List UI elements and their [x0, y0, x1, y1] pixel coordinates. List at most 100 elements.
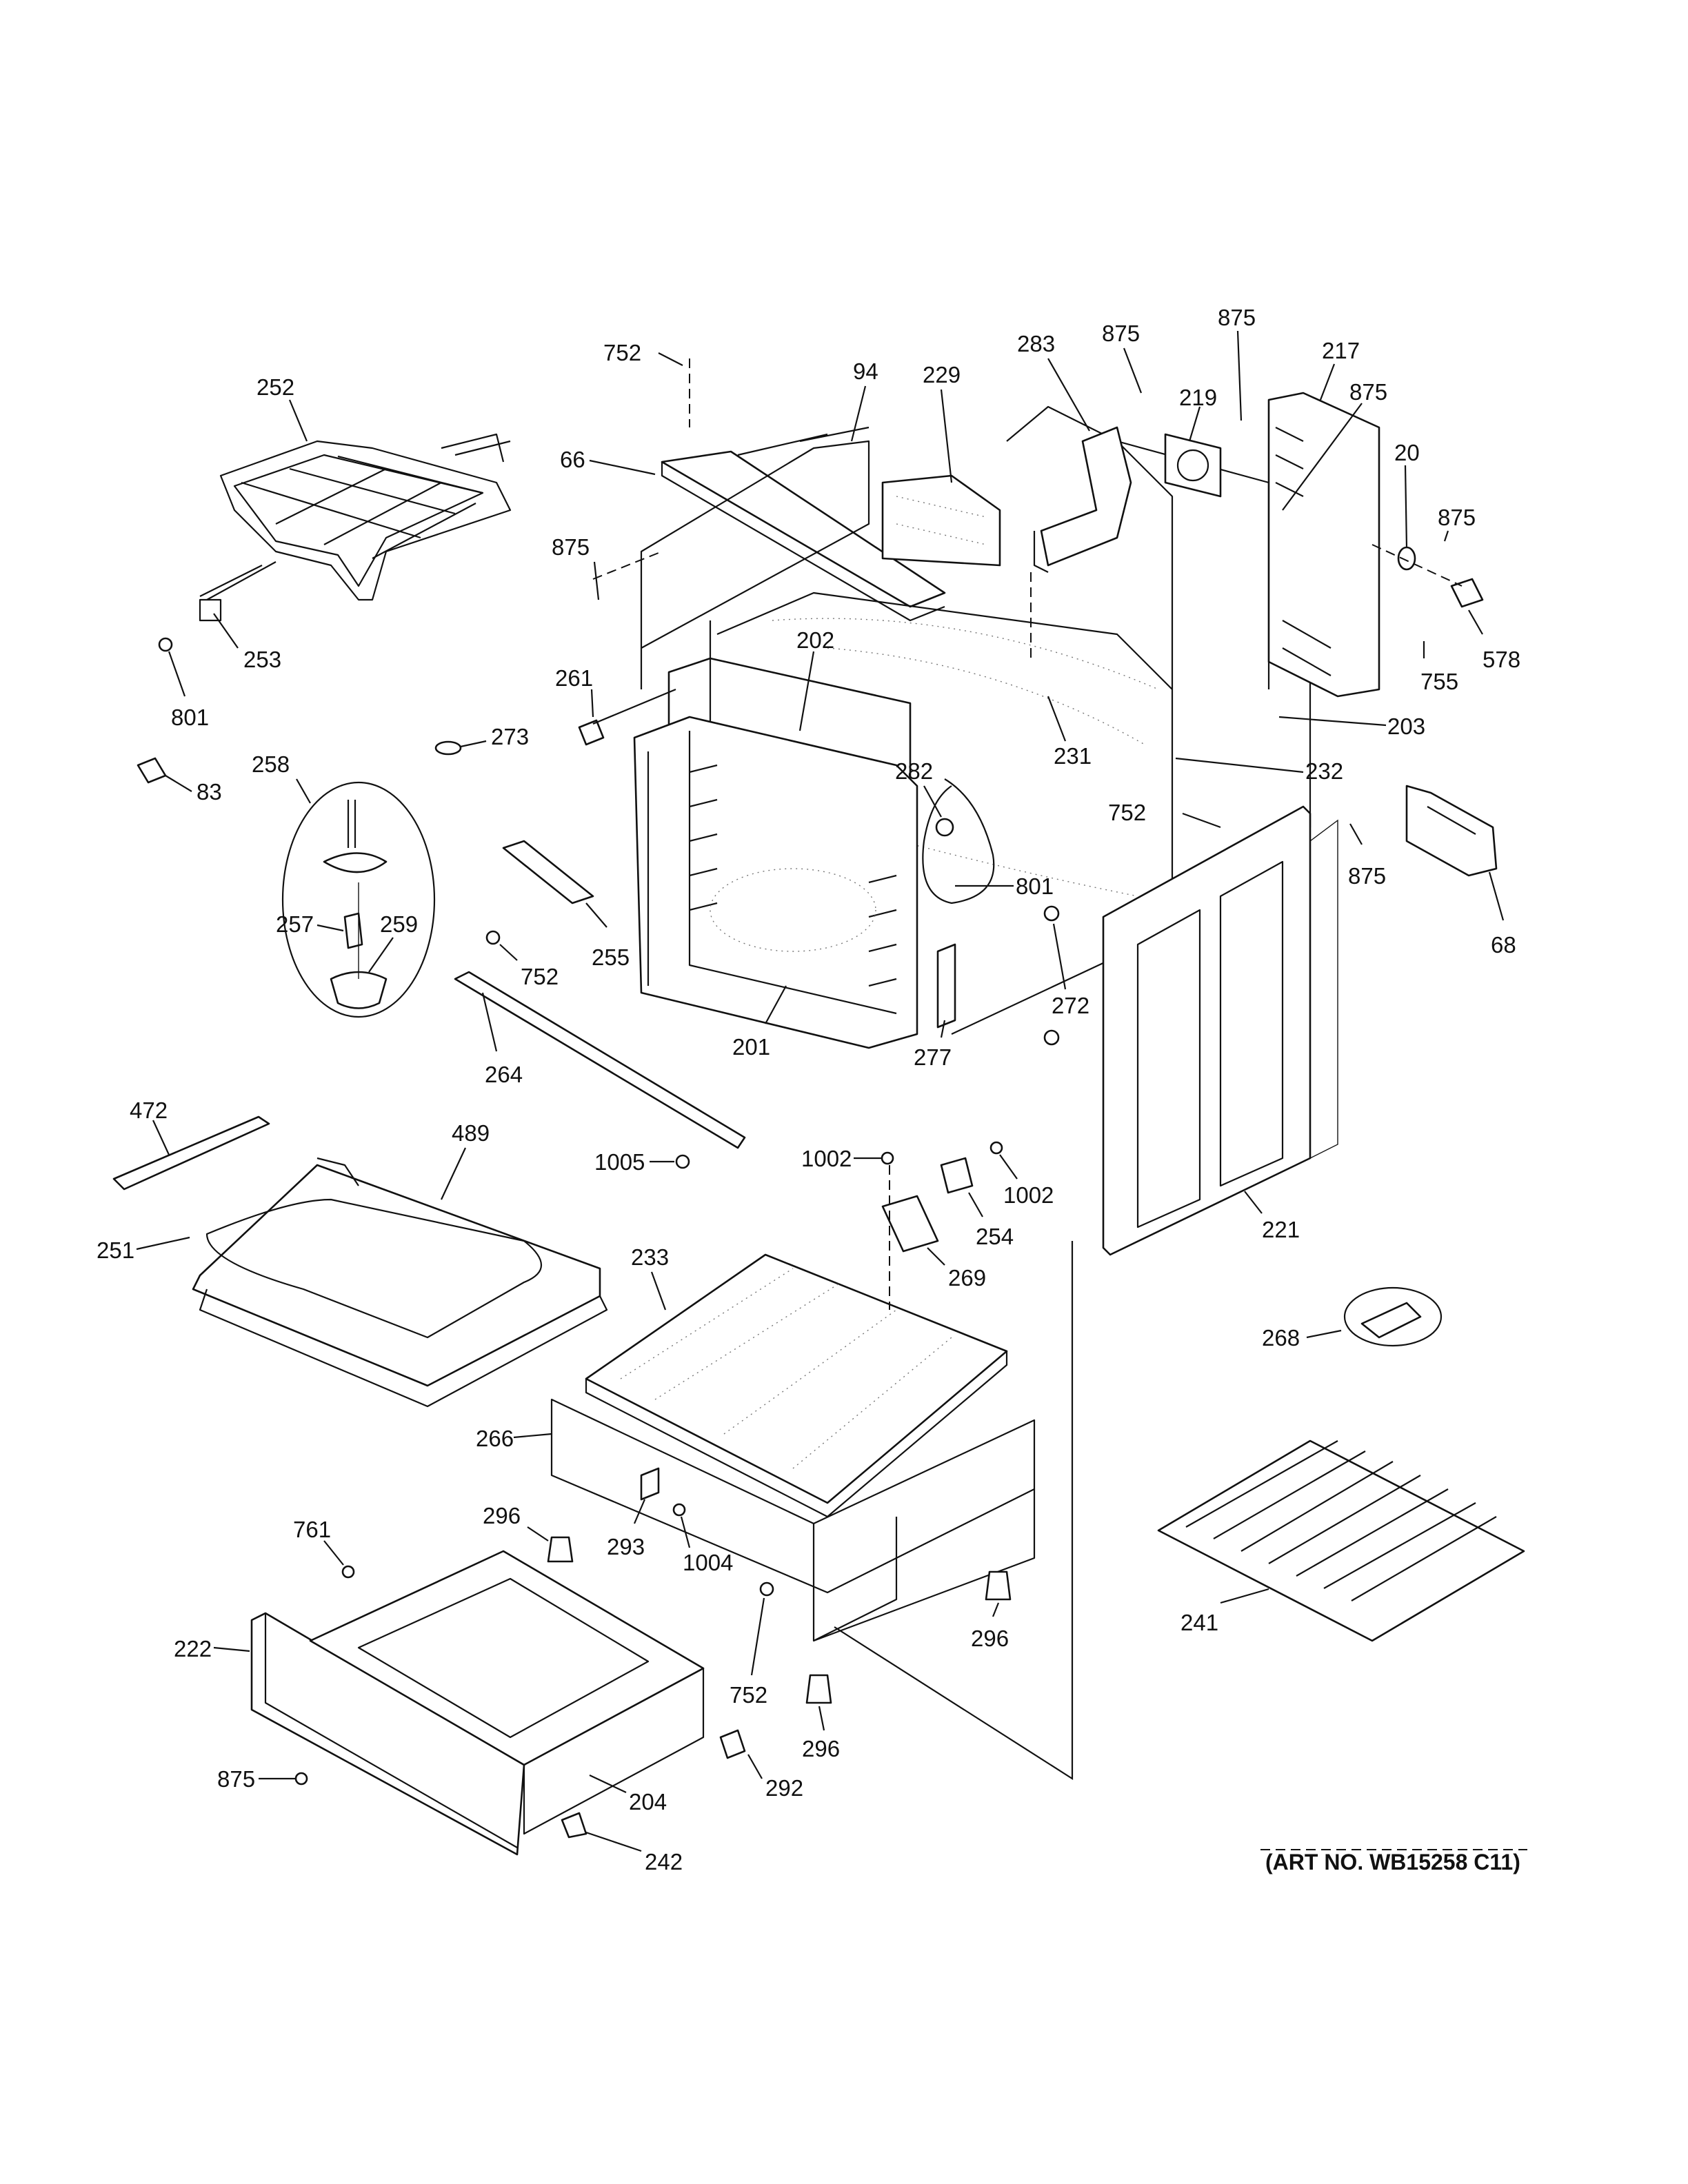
callout-255: 255 [585, 902, 630, 970]
top-bracket-66 [661, 426, 946, 622]
screw-801 [158, 637, 173, 652]
callout-752a: 752 [603, 340, 683, 366]
glide-242 [561, 1812, 587, 1839]
part-number-241: 241 [1180, 1610, 1218, 1635]
oven-cavity-201 [633, 716, 918, 1049]
part-number-875: 875 [1218, 305, 1256, 330]
drawer-front-222 [250, 1612, 525, 1856]
screw-1004 [672, 1503, 686, 1517]
broil-element-252 [199, 433, 512, 601]
callout-1005: 1005 [594, 1149, 674, 1175]
callout-282: 282 [895, 758, 942, 818]
part-number-293: 293 [607, 1534, 645, 1559]
callout-261: 261 [555, 665, 594, 718]
rear-panel-217 [1267, 392, 1380, 698]
callout-875a: 875 [1102, 321, 1143, 394]
part-number-489: 489 [452, 1120, 490, 1146]
callout-875g: 875 [217, 1766, 295, 1792]
part-number-755: 755 [1420, 669, 1458, 694]
callout-264: 264 [481, 992, 523, 1087]
bracket-269 [881, 1195, 939, 1253]
callout-204: 204 [589, 1775, 667, 1814]
hinge-bracket-277 [936, 943, 956, 1029]
side-panel-221 [1102, 805, 1338, 1256]
part-number-296: 296 [971, 1626, 1009, 1651]
part-number-94: 94 [853, 358, 878, 384]
callout-875b: 875 [1218, 305, 1256, 421]
callout-489: 489 [441, 1120, 490, 1200]
insulation-229 [881, 474, 1001, 567]
part-number-1004: 1004 [683, 1550, 733, 1575]
callout-94: 94 [850, 358, 878, 442]
wire-harness-282 [922, 778, 995, 904]
callout-266: 266 [476, 1426, 552, 1451]
screws-1002 [881, 1141, 1003, 1165]
part-number-1002: 1002 [1003, 1182, 1054, 1208]
vent-duct-283 [1033, 426, 1132, 573]
bracket-68 [1405, 785, 1498, 877]
clip-83 [137, 757, 167, 784]
part-number-296: 296 [483, 1503, 521, 1528]
callout-292: 292 [747, 1754, 803, 1801]
part-number-20: 20 [1394, 440, 1420, 465]
part-number-578: 578 [1483, 647, 1520, 672]
part-number-258: 258 [252, 751, 290, 777]
part-number-261: 261 [555, 665, 593, 691]
callout-257: 257 [276, 911, 344, 937]
callout-752c: 752 [499, 944, 559, 989]
part-number-221: 221 [1262, 1217, 1300, 1242]
callout-231: 231 [1047, 696, 1092, 769]
part-number-472: 472 [130, 1098, 168, 1123]
callout-1004: 1004 [680, 1516, 733, 1575]
callout-272: 272 [1052, 923, 1089, 1018]
part-number-875: 875 [1438, 505, 1476, 530]
callout-251: 251 [97, 1236, 190, 1263]
callout-20: 20 [1394, 440, 1420, 549]
callout-201: 201 [732, 985, 787, 1060]
rail-264 [454, 971, 746, 1149]
callout-269: 269 [927, 1247, 986, 1291]
part-number-68: 68 [1491, 932, 1516, 958]
callout-761: 761 [293, 1517, 344, 1566]
callout-66: 66 [560, 447, 656, 476]
callout-755: 755 [1420, 641, 1458, 694]
clip-268 [1343, 1286, 1443, 1347]
screw-761 [341, 1565, 355, 1579]
bolts-272 [1043, 905, 1060, 1046]
part-number-217: 217 [1322, 338, 1360, 363]
callout-293: 293 [607, 1499, 646, 1559]
part-number-752: 752 [603, 340, 641, 365]
callout-296a: 296 [483, 1503, 549, 1541]
part-number-801: 801 [1016, 873, 1054, 899]
callout-875e: 875 [552, 534, 600, 600]
part-number-282: 282 [895, 758, 933, 784]
part-number-1005: 1005 [594, 1149, 645, 1175]
callout-232: 232 [1175, 757, 1343, 784]
part-number-272: 272 [1052, 993, 1089, 1018]
callout-296b: 296 [971, 1602, 1009, 1651]
callout-229: 229 [923, 362, 961, 483]
callout-277: 277 [914, 1020, 952, 1070]
roller-292 [719, 1729, 746, 1759]
part-number-752: 752 [730, 1682, 767, 1708]
part-number-292: 292 [765, 1775, 803, 1801]
part-number-222: 222 [174, 1636, 212, 1661]
callout-578: 578 [1468, 609, 1520, 672]
part-number-761: 761 [293, 1517, 331, 1542]
part-number-201: 201 [732, 1034, 770, 1060]
part-number-277: 277 [914, 1044, 952, 1070]
part-number-252: 252 [257, 374, 294, 400]
bracket-253 [199, 598, 222, 622]
part-number-1002: 1002 [801, 1146, 852, 1171]
part-number-875: 875 [1102, 321, 1140, 346]
callout-472: 472 [130, 1098, 170, 1155]
part-number-242: 242 [645, 1849, 683, 1874]
part-number-259: 259 [380, 911, 418, 937]
callout-875d: 875 [1438, 505, 1476, 542]
art-number: (ART NO. WB15258 C11) [1265, 1850, 1520, 1874]
part-number-233: 233 [631, 1244, 669, 1270]
callout-233: 233 [631, 1244, 669, 1311]
bumper-578 [1450, 578, 1484, 608]
callout-68: 68 [1488, 871, 1516, 958]
callout-203: 203 [1278, 714, 1425, 739]
